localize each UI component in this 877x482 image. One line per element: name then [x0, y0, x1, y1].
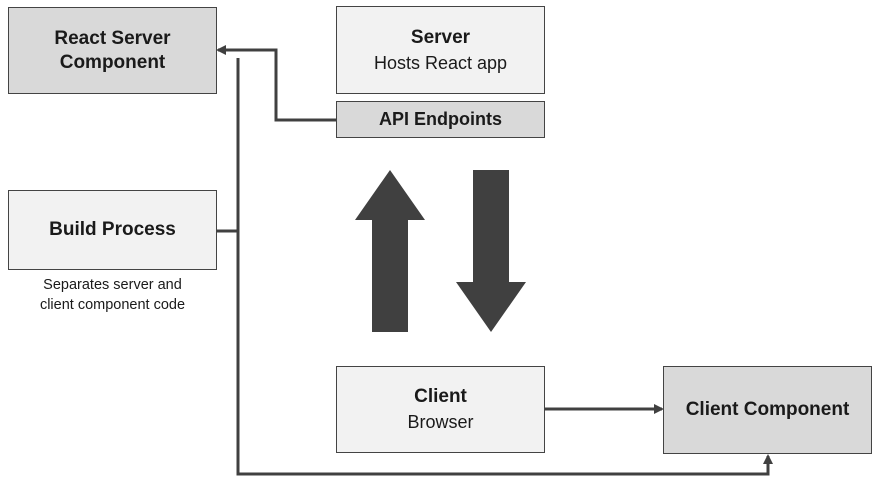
server-box: Server Hosts React app [336, 6, 545, 94]
build-process-title: Build Process [49, 219, 176, 241]
build-process-note: Separates server and client component co… [39, 277, 186, 313]
build-process-box: Build Process [8, 190, 217, 270]
server-subtitle: Hosts React app [373, 52, 508, 73]
api-to-rsc-connector [216, 45, 336, 122]
react-server-component-box: React Server Component [8, 7, 217, 94]
client-component-box: Client Component [663, 366, 872, 454]
client-box: Client Browser [336, 366, 545, 453]
down-block-arrow [456, 170, 526, 332]
api-endpoints-box: API Endpoints [336, 101, 545, 138]
client-component-title: Client Component [685, 399, 850, 421]
react-server-component-title: React Server Component [54, 27, 171, 73]
api-endpoints-title: API Endpoints [379, 109, 502, 130]
client-subtitle: Browser [407, 412, 474, 433]
build-trunk-connector [236, 58, 773, 476]
server-title: Server [410, 26, 471, 48]
client-title: Client [414, 386, 467, 408]
up-block-arrow [355, 170, 425, 332]
